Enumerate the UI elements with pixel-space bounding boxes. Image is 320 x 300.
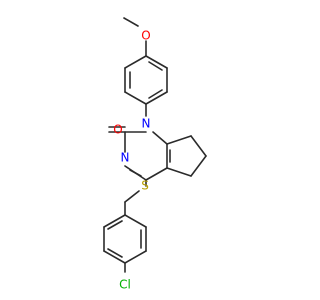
atom-chlorine: Cl: [119, 278, 131, 292]
atom-sulfur: S: [141, 179, 149, 193]
atom-methoxy-oxygen: O: [141, 29, 150, 43]
bond-lines: [103, 17, 207, 273]
atom-n1: N: [142, 117, 151, 131]
molecule-structure-diagram: O N O N S Cl: [103, 17, 207, 292]
atom-n3: N: [121, 151, 130, 165]
atom-labels: O N O N S Cl: [113, 29, 150, 292]
atom-carbonyl-oxygen: O: [113, 123, 122, 137]
